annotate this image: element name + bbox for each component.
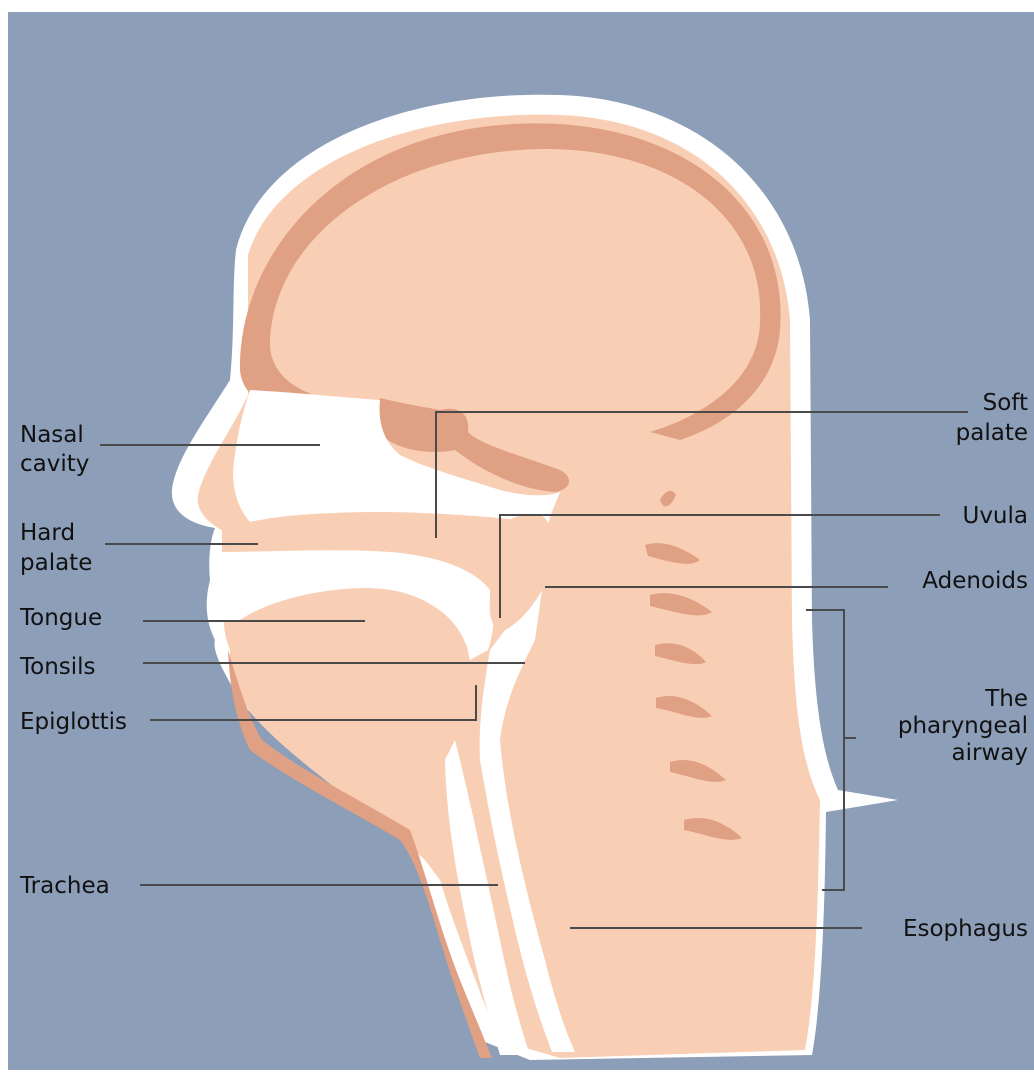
label-uvula: Uvula	[962, 503, 1028, 529]
label-tonsils: Tonsils	[19, 654, 96, 680]
label-esophagus: Esophagus	[903, 916, 1028, 942]
label-tongue: Tongue	[19, 605, 102, 631]
label-adenoids: Adenoids	[922, 568, 1028, 594]
label-epiglottis: Epiglottis	[20, 709, 127, 735]
label-trachea: Trachea	[19, 873, 110, 899]
